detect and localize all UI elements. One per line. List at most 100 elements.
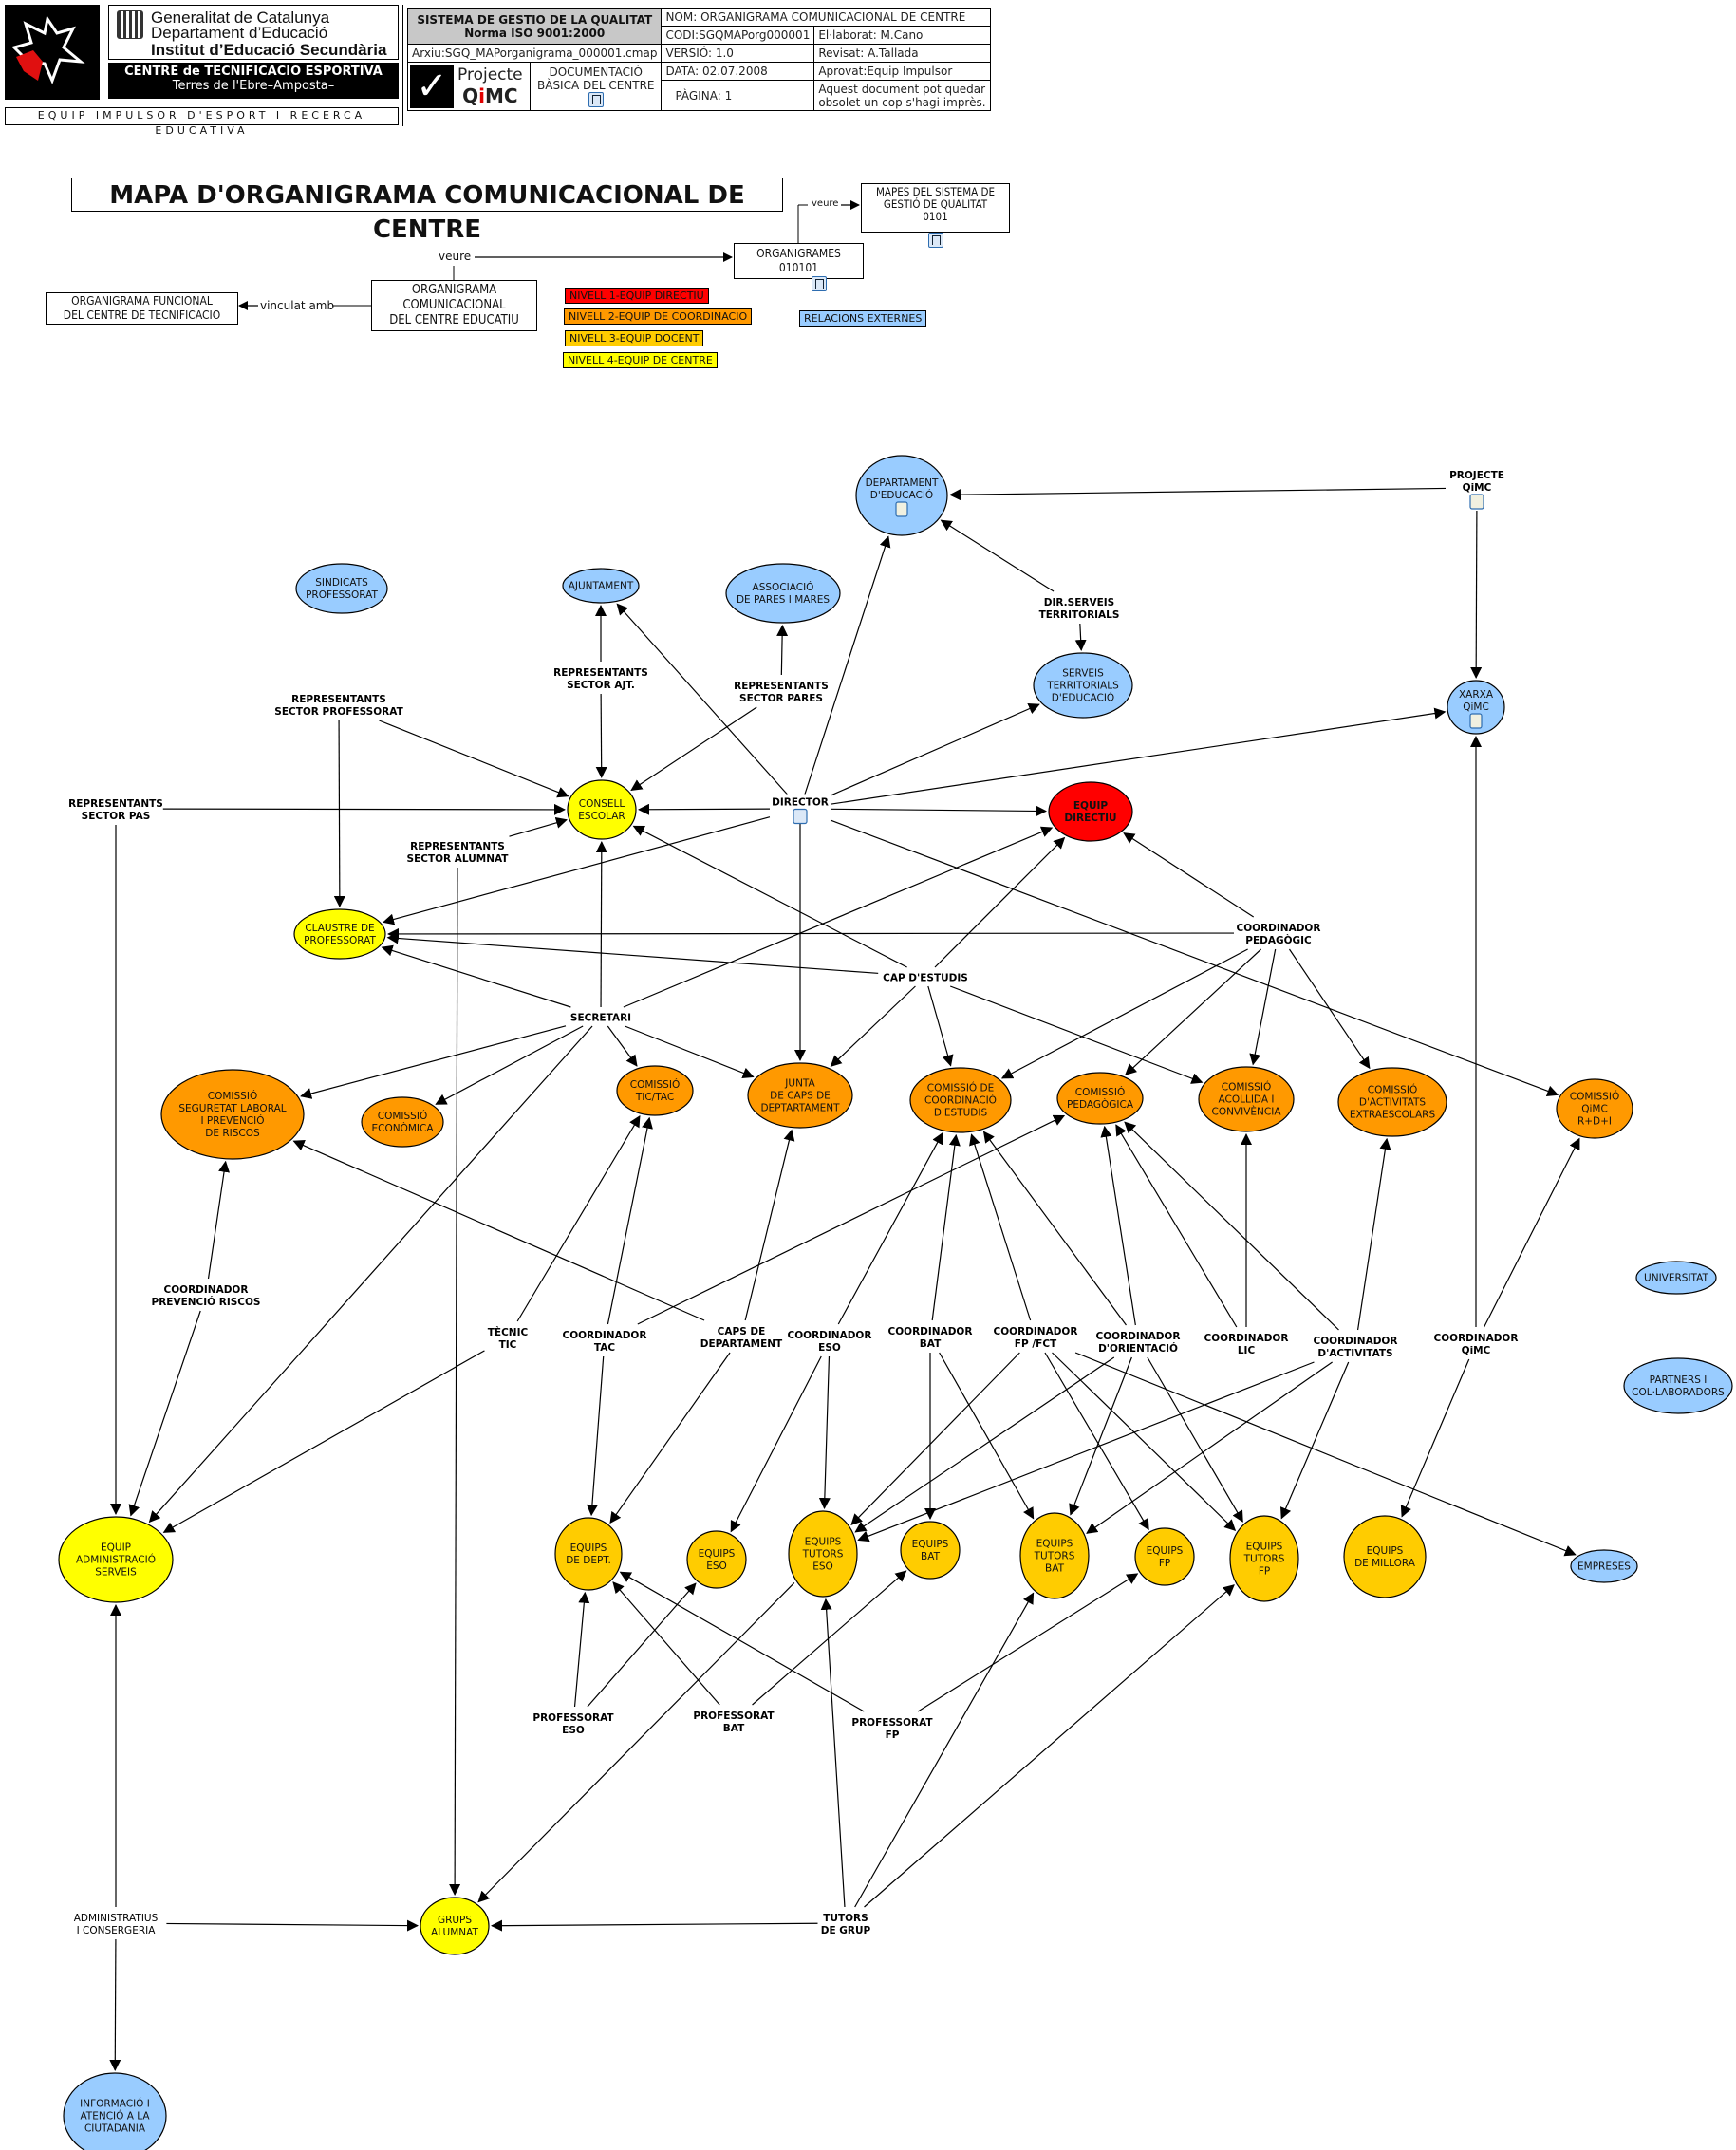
node-shape[interactable] xyxy=(1447,680,1505,735)
cmap-icon[interactable] xyxy=(793,808,808,825)
node-shape[interactable] xyxy=(1343,1515,1427,1598)
role-director[interactable]: DIRECTOR xyxy=(770,794,831,825)
node-organigrames[interactable]: ORGANIGRAMES 010101 xyxy=(734,243,864,279)
node-shape[interactable] xyxy=(1033,652,1133,719)
node-shape[interactable] xyxy=(900,1521,961,1580)
role-cap-estudis[interactable]: CAP D'ESTUDIS xyxy=(878,969,973,984)
node-shape[interactable] xyxy=(1623,1357,1733,1414)
node-shape[interactable] xyxy=(1134,1527,1195,1586)
node-shape[interactable] xyxy=(554,1517,623,1591)
node-shape[interactable] xyxy=(1019,1512,1090,1599)
cmap-link-icon[interactable] xyxy=(588,92,604,107)
node-shape[interactable] xyxy=(160,1069,305,1160)
node-ajuntament[interactable]: AJUNTAMENT xyxy=(562,568,640,604)
documentacio-basica-link[interactable]: DOCUMENTACIÓ BÀSICA DEL CENTRE xyxy=(530,62,663,111)
node-shape[interactable] xyxy=(420,1897,490,1955)
node-shape[interactable] xyxy=(1635,1261,1717,1295)
node-shape[interactable] xyxy=(725,563,841,624)
node-organigrama-funcional[interactable]: ORGANIGRAMA FUNCIONAL DEL CENTRE DE TECN… xyxy=(46,292,238,325)
node-shape[interactable] xyxy=(1556,1078,1633,1139)
document-icon[interactable] xyxy=(1469,494,1484,510)
node-shape[interactable] xyxy=(616,1065,694,1116)
node-empreses[interactable]: EMPRESES xyxy=(1570,1549,1638,1583)
node-shape[interactable] xyxy=(909,1067,1012,1133)
node-universitat[interactable]: UNIVERSITAT xyxy=(1635,1261,1717,1295)
node-shape[interactable] xyxy=(295,563,388,614)
node-shape[interactable] xyxy=(361,1096,444,1148)
cmap-link-icon[interactable] xyxy=(812,275,828,291)
node-shape[interactable] xyxy=(1198,1066,1295,1132)
node-shape[interactable] xyxy=(1056,1072,1144,1125)
node-shape[interactable] xyxy=(1229,1515,1299,1602)
node-shape[interactable] xyxy=(1570,1549,1638,1583)
node-shape[interactable] xyxy=(567,779,637,840)
cmap-link-icon[interactable] xyxy=(928,232,943,248)
node-shape[interactable] xyxy=(855,455,948,536)
node-shape[interactable] xyxy=(1048,781,1133,842)
node-shape[interactable] xyxy=(788,1510,858,1598)
node-shape[interactable] xyxy=(747,1062,853,1129)
node-shape[interactable] xyxy=(686,1530,747,1589)
node-shape[interactable] xyxy=(63,2072,167,2150)
node-shape[interactable] xyxy=(1337,1067,1447,1137)
node-mapes-sistema[interactable]: MAPES DEL SISTEMA DE GESTIÓ DE QUALITAT … xyxy=(861,183,1010,233)
document-icon[interactable] xyxy=(895,501,908,517)
document-icon[interactable] xyxy=(1469,713,1483,729)
node-shape[interactable] xyxy=(293,908,386,960)
node-shape[interactable] xyxy=(58,1516,174,1603)
role-secretari[interactable]: SECRETARI xyxy=(567,1009,635,1024)
node-shape[interactable] xyxy=(562,568,640,604)
